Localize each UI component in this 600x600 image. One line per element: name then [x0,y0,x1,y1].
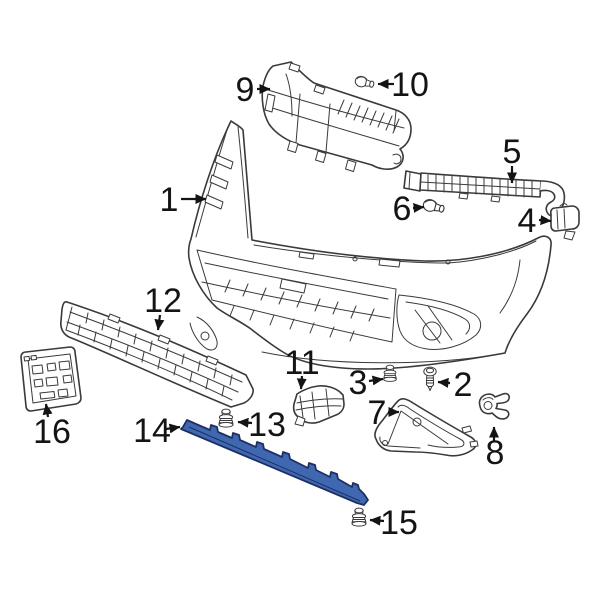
callout-3-label[interactable]: 3 [349,364,368,402]
bumper-retainer [403,170,566,228]
callout-15[interactable]: 15 [369,504,418,542]
callout-16[interactable]: 16 [33,403,71,451]
callout-9[interactable]: 9 [236,71,271,109]
license-plate-bracket [20,346,82,412]
front-bumper-cover [187,120,552,370]
side-support-bracket [292,385,345,427]
callout-14-label[interactable]: 14 [133,412,171,450]
callout-6-label[interactable]: 6 [393,190,412,228]
grille-shutter-assembly [261,61,412,172]
screw-2 [423,366,437,391]
license-bracket-details [23,353,77,404]
callout-12-label[interactable]: 12 [144,282,182,320]
callout-13-label[interactable]: 13 [248,406,286,444]
callout-4[interactable]: 4 [518,202,552,240]
callout-9-label[interactable]: 9 [236,71,255,109]
callout-12[interactable]: 12 [144,282,182,331]
callout-7[interactable]: 7 [368,394,400,432]
lower-grille [60,301,254,408]
callout-11[interactable]: 11 [284,344,320,390]
grille-shutter-details [264,62,405,172]
fog-lamp-bezel [374,398,479,457]
bumper-cover-details [189,126,537,364]
callout-11-label[interactable]: 11 [284,344,319,382]
callout-5[interactable]: 5 [503,133,522,184]
callout-2[interactable]: 2 [437,366,473,404]
callout-1-label[interactable]: 1 [160,181,179,219]
callout-14[interactable]: 14 [133,412,181,450]
callout-1[interactable]: 1 [160,181,207,219]
push-pin-13 [218,408,234,428]
callout-13[interactable]: 13 [237,406,286,444]
callout-4-label[interactable]: 4 [518,202,537,240]
side-bracket [549,202,580,241]
fog-bezel-details [379,404,479,449]
dome-clip-10 [353,74,376,90]
callout-16-label[interactable]: 16 [33,413,71,451]
dome-clip-6 [421,197,446,216]
callout-10-label[interactable]: 10 [391,66,429,104]
callout-2-label[interactable]: 2 [454,366,473,404]
callout-3[interactable]: 3 [349,364,384,402]
callout-6[interactable]: 6 [393,190,425,228]
callout-5-label[interactable]: 5 [503,133,522,171]
fog-lamp-clip [478,392,510,420]
callout-8-label[interactable]: 8 [486,434,505,472]
lower-trim-molding-highlighted [180,419,369,506]
callout-7-label[interactable]: 7 [368,394,387,432]
callout-15-label[interactable]: 15 [380,504,418,542]
push-pin-15 [351,507,367,527]
callout-10[interactable]: 10 [377,66,429,104]
lower-grille-details [65,306,243,401]
callout-8[interactable]: 8 [486,426,505,472]
